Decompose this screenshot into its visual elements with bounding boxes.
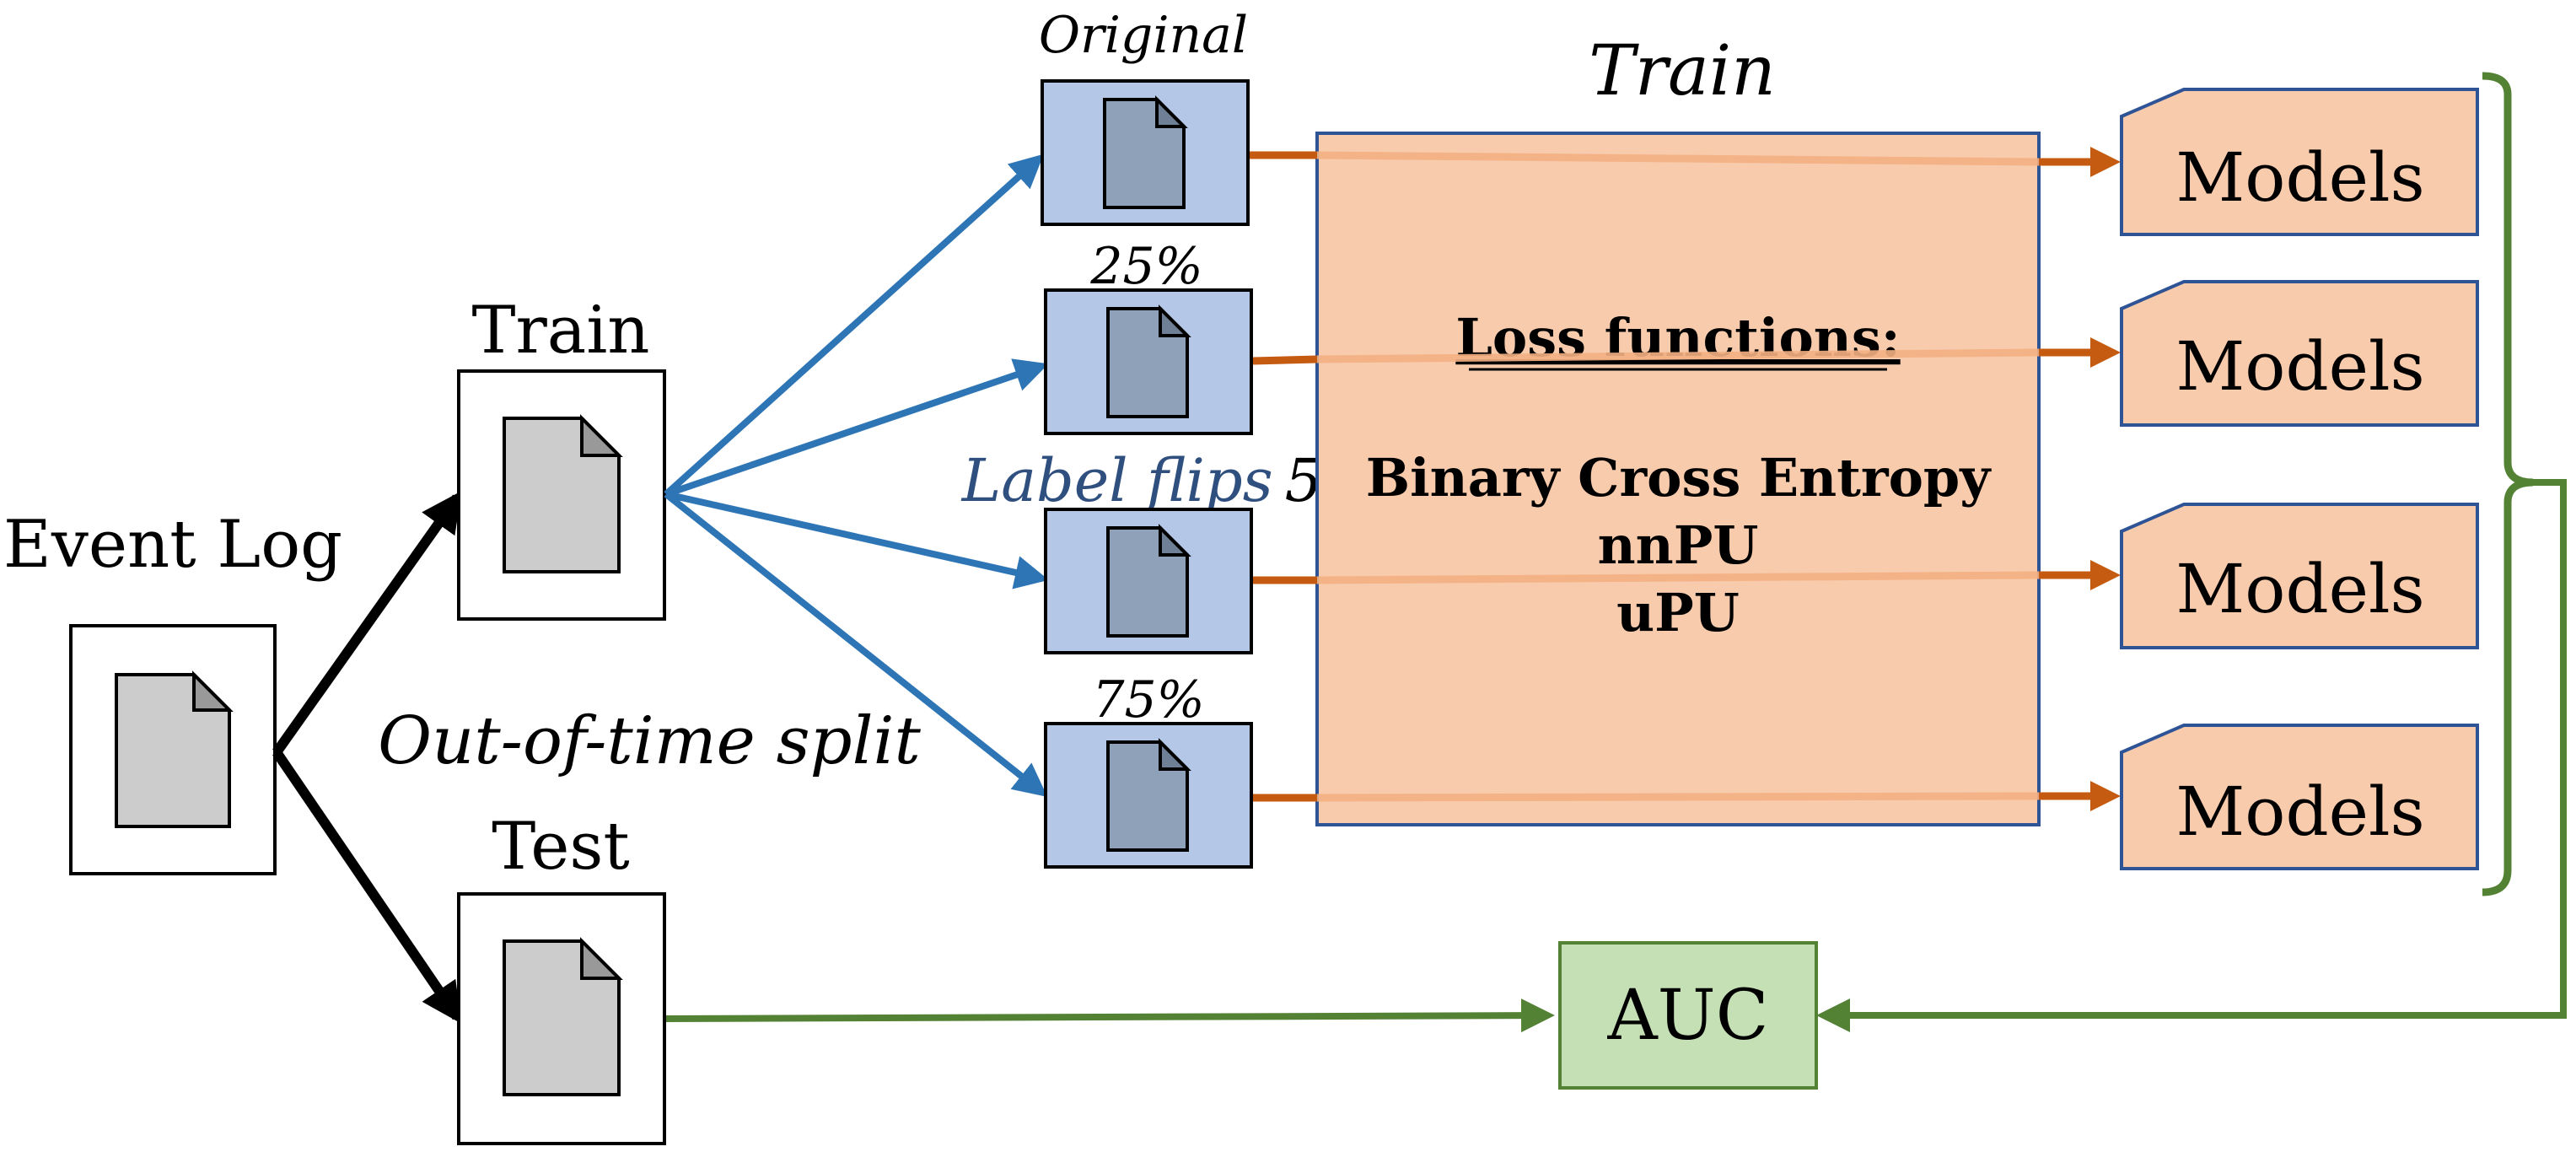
loss-item-nnpu: nnPU bbox=[1598, 514, 1759, 576]
variant-50-node bbox=[1044, 508, 1253, 654]
flow-arrow-3-through bbox=[1316, 571, 2040, 584]
orange-flow-arrows bbox=[1250, 147, 2121, 811]
models-label-2: Models bbox=[2175, 327, 2424, 406]
models-node-3: Models bbox=[2120, 503, 2479, 649]
arrow-train-to-25 bbox=[664, 358, 1049, 498]
models-bracket bbox=[2482, 72, 2534, 896]
arrow-train-to-50 bbox=[665, 491, 1049, 589]
loss-item-bce: Binary Cross Entropy bbox=[1366, 447, 1993, 509]
flow-arrow-2-through bbox=[1316, 348, 2040, 363]
models-label-4: Models bbox=[2175, 772, 2424, 851]
test-split-node bbox=[457, 892, 666, 1145]
arrow-eventlog-to-train bbox=[272, 491, 462, 756]
flow-arrow-4-through bbox=[1316, 792, 2040, 802]
flow-arrow-2-stub bbox=[1252, 355, 1318, 365]
bracket-to-auc-line bbox=[1816, 479, 2567, 1032]
models-node-2: Models bbox=[2120, 280, 2479, 427]
document-icon bbox=[115, 673, 231, 828]
variant-75-node bbox=[1044, 722, 1253, 869]
auc-label: AUC bbox=[1606, 976, 1768, 1056]
flow-arrow-1-through bbox=[1316, 151, 2040, 166]
variant-original-node bbox=[1041, 79, 1250, 226]
models-node-1: Models bbox=[2120, 88, 2479, 236]
variant-75-label: 75% bbox=[1092, 670, 1204, 729]
test-split-label: Test bbox=[492, 809, 630, 885]
event-log-label: Event Log bbox=[3, 507, 342, 583]
models-node-4: Models bbox=[2120, 724, 2479, 870]
models-label-1: Models bbox=[2175, 138, 2424, 217]
train-split-label: Train bbox=[472, 293, 650, 369]
arrow-train-to-75 bbox=[664, 491, 1048, 797]
models-label-3: Models bbox=[2175, 550, 2424, 628]
event-log-node bbox=[69, 624, 277, 875]
train-block bbox=[1315, 132, 2041, 826]
label-flips-label: Label flips bbox=[960, 446, 1273, 515]
arrow-eventlog-to-test bbox=[272, 749, 462, 1024]
auc-node: AUC bbox=[1558, 941, 1818, 1090]
train-split-node bbox=[457, 369, 666, 621]
out-of-time-split-label: Out-of-time split bbox=[378, 703, 921, 779]
train-block-title: Train bbox=[1589, 31, 1776, 111]
loss-item-upu: uPU bbox=[1616, 582, 1740, 643]
variant-25-label: 25% bbox=[1089, 237, 1202, 296]
variant-original-label: Original bbox=[1039, 6, 1248, 65]
arrow-train-to-original bbox=[664, 153, 1044, 497]
arrow-test-to-auc bbox=[665, 998, 1555, 1033]
variant-25-node bbox=[1044, 288, 1253, 435]
